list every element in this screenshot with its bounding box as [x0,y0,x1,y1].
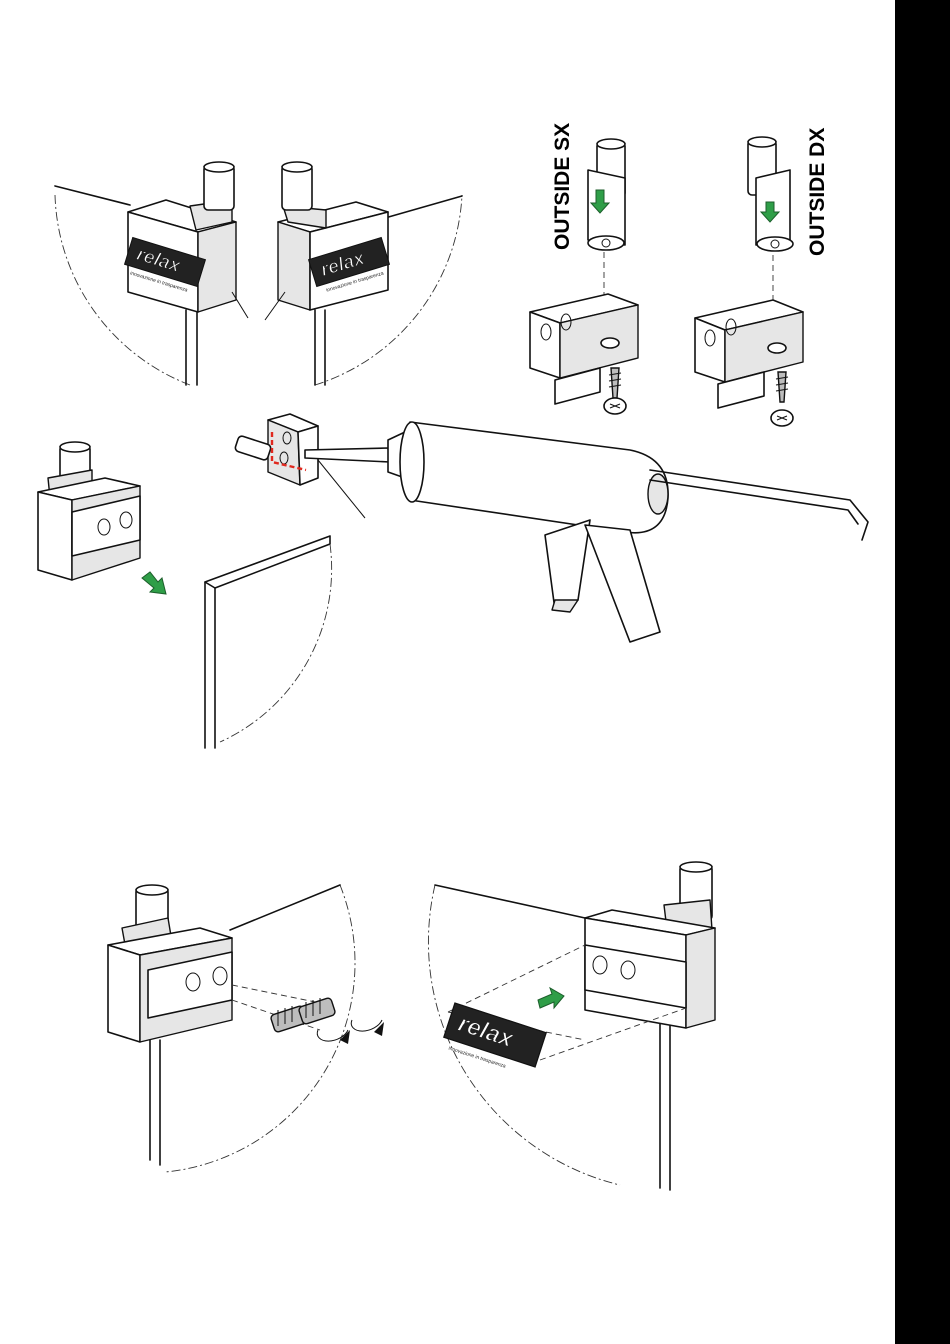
hinge-right-detail: relax innovazione in trasparenza [278,162,392,310]
detail-logo-plate: relax innovazione in trasparenza [428,862,715,1190]
rotate-arrow-icon [317,1020,384,1044]
hinge-mount-step [38,442,332,748]
arrow-icon [538,988,564,1008]
label-outside-sx: OUTSIDE SX [551,123,574,250]
screw-icon [604,368,626,414]
logo-plate: relax innovazione in trasparenza [440,1003,546,1078]
detail-set-screws [108,885,384,1172]
detail-logo-hinges: relax innovazione in trasparenza relax i… [55,162,462,385]
screw-icon [771,372,793,426]
set-screw-2 [298,997,336,1025]
label-outside-dx: OUTSIDE DX [806,128,829,256]
outside-dx-group: OUTSIDE DX [695,128,829,426]
outside-sx-group: OUTSIDE SX [530,123,638,414]
arrow-icon [142,572,166,594]
glue-gun [234,414,868,642]
hinge-left-detail: relax innovazione in trasparenza [122,162,236,312]
